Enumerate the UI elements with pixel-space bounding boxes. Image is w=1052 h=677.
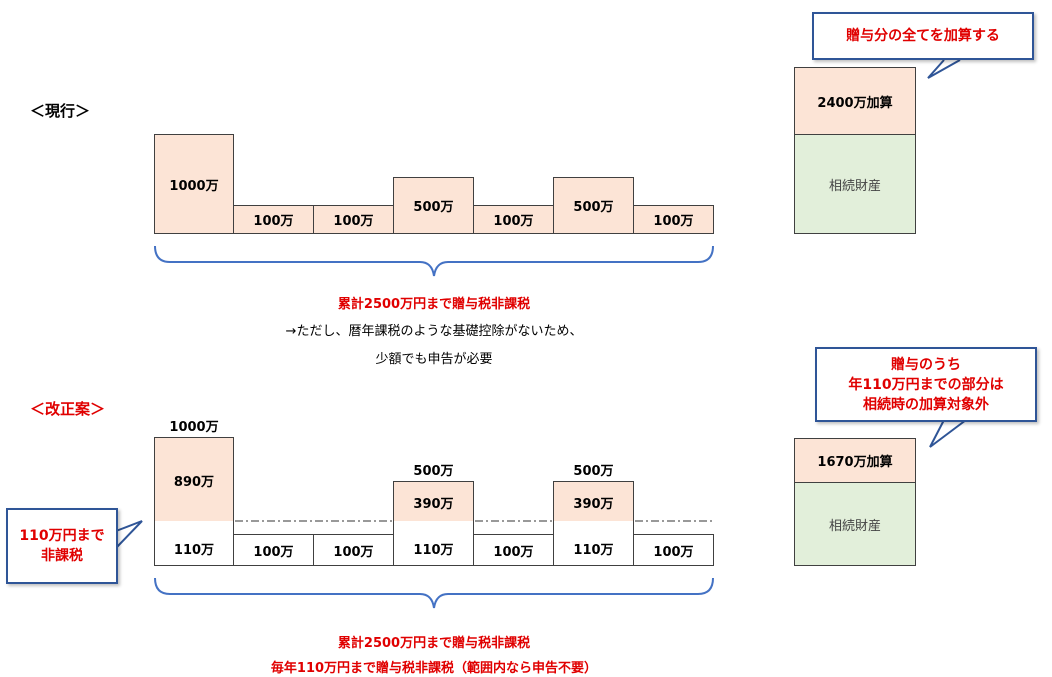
proposal-lower-bar-6: 110万 (553, 521, 634, 566)
callout-line: 非課税 (41, 548, 83, 564)
amount-label: 500万 (573, 200, 614, 215)
proposal-caption-line1: 累計2500万円まで贈与税非課税 (337, 636, 531, 651)
amount-label: 500万 (413, 200, 454, 215)
estate-label: 相続財産 (828, 518, 881, 534)
proposal-above-label-3: 500万 (573, 464, 614, 479)
current-bar-1: 1000万 (154, 134, 234, 234)
proposal-caption-line2: 毎年110万円まで贈与税非課税（範囲内なら申告不要） (270, 661, 598, 676)
current-callout: 贈与分の全てを加算する (812, 12, 1034, 60)
amount-label: 390万 (573, 496, 614, 512)
proposal-upper-bar-3: 390万 (553, 481, 634, 522)
current-bar-4: 500万 (393, 177, 474, 234)
proposal-inheritance-estate: 相続財産 (794, 482, 916, 566)
callout-tail-bottom (929, 419, 967, 448)
proposal-heading: ＜改正案＞ (30, 400, 106, 418)
amount-label: 110万 (413, 542, 454, 558)
amount-label: 100万 (493, 214, 534, 229)
amount-label: 100万 (653, 214, 694, 229)
current-heading: ＜現行＞ (30, 102, 91, 120)
amount-label: 100万 (653, 544, 694, 560)
callout-tail-top (927, 59, 961, 79)
current-bar-3: 100万 (313, 205, 394, 234)
proposal-lower-bar-7: 100万 (633, 534, 714, 566)
proposal-upper-bar-1: 890万 (154, 437, 234, 522)
proposal-upper-bar-2: 390万 (393, 481, 474, 522)
current-bar-7: 100万 (633, 205, 714, 234)
proposal-lower-bar-2: 100万 (233, 534, 314, 566)
proposal-left-callout: 110万円まで 非課税 (6, 508, 118, 584)
proposal-lower-bar-5: 100万 (473, 534, 554, 566)
proposal-inheritance-add: 1670万加算 (794, 438, 916, 483)
proposal-above-label-2: 500万 (413, 464, 454, 479)
current-caption-line2: →ただし、暦年課税のような基礎控除がないため、 (285, 324, 583, 339)
estate-label: 相続財産 (828, 178, 881, 194)
current-inheritance-add: 2400万加算 (794, 67, 916, 135)
proposal-lower-bar-3: 100万 (313, 534, 394, 566)
amount-label: 2400万加算 (817, 95, 893, 111)
callout-tail-left (115, 520, 143, 549)
amount-label: 100万 (253, 214, 294, 229)
current-caption-line3: 少額でも申告が必要 (375, 352, 493, 367)
top-brace (154, 245, 714, 277)
amount-label: 110万 (173, 542, 215, 558)
amount-label: 1000万 (169, 178, 219, 194)
callout-line: 年110万円までの部分は (848, 376, 1004, 393)
current-caption-red: 累計2500万円まで贈与税非課税 (337, 297, 531, 312)
callout-text: 贈与分の全てを加算する (846, 28, 1000, 44)
amount-label: 100万 (333, 214, 374, 229)
amount-label: 1670万加算 (817, 455, 893, 470)
amount-label: 100万 (333, 544, 374, 560)
amount-label: 390万 (413, 496, 454, 512)
callout-line: 110万円まで (19, 528, 105, 544)
callout-line: 相続時の加算対象外 (863, 396, 989, 413)
amount-label: 110万 (573, 542, 614, 558)
current-bar-5: 100万 (473, 205, 554, 234)
current-bar-2: 100万 (233, 205, 314, 234)
proposal-callout: 贈与のうち 年110万円までの部分は 相続時の加算対象外 (815, 347, 1037, 422)
amount-label: 890万 (173, 474, 215, 490)
proposal-lower-bar-1: 110万 (154, 521, 234, 566)
amount-label: 100万 (253, 544, 294, 560)
proposal-above-label-1: 1000万 (169, 420, 219, 435)
current-inheritance-estate: 相続財産 (794, 134, 916, 234)
amount-label: 100万 (493, 544, 534, 560)
bottom-brace (154, 577, 714, 609)
current-bar-6: 500万 (553, 177, 634, 234)
proposal-lower-bar-4: 110万 (393, 521, 474, 566)
callout-line: 贈与のうち (891, 356, 961, 373)
